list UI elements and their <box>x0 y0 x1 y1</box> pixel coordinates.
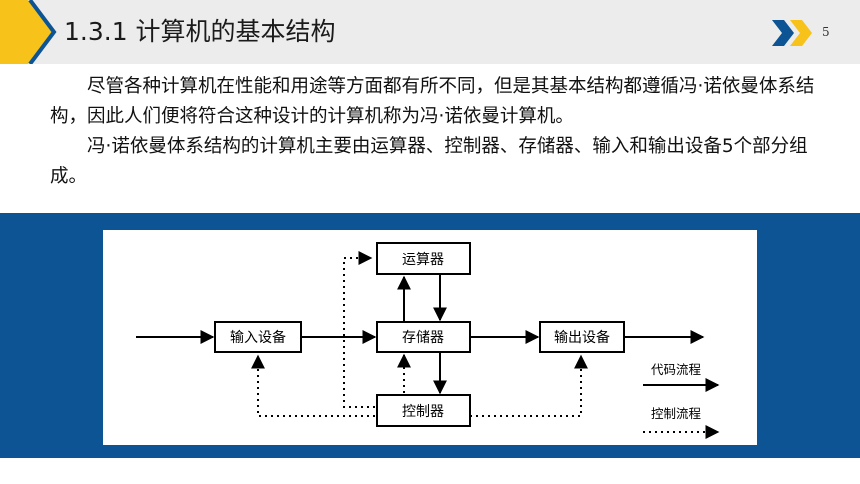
page-title: 1.3.1 计算机的基本结构 <box>64 17 336 46</box>
box-input: 输入设备 <box>214 321 302 353</box>
diagram-canvas: 输入设备 存储器 输出设备 运算器 控制器 代码流程 控制流程 <box>136 242 720 439</box>
page-number: 5 <box>822 25 830 39</box>
paragraph-1: 尽管各种计算机在性能和用途等方面都有所不同，但是其基本结构都遵循冯·诺依曼体系结… <box>50 76 815 127</box>
box-alu-label: 运算器 <box>402 252 444 268</box>
paragraph-2: 冯·诺依曼体系结构的计算机主要由运算器、控制器、存储器、输入和输出设备5个部分组… <box>50 136 808 187</box>
box-memory-label: 存储器 <box>402 330 444 346</box>
box-output-label: 输出设备 <box>554 329 610 346</box>
chevron-logo-icon <box>772 20 812 46</box>
box-control-label: 控制器 <box>402 404 444 420</box>
box-input-label: 输入设备 <box>230 329 286 346</box>
dotted-control-to-alu <box>343 251 375 408</box>
box-control: 控制器 <box>376 394 471 427</box>
header-deco-icon <box>0 0 57 64</box>
box-output: 输出设备 <box>539 321 625 353</box>
dotted-control-to-output <box>470 354 588 417</box>
slide-header: 1.3.1 计算机的基本结构 5 <box>0 0 860 64</box>
legend-code-flow-label: 代码流程 <box>651 362 702 377</box>
dotted-control-to-input <box>251 354 375 417</box>
box-memory: 存储器 <box>376 321 471 353</box>
von-neumann-diagram: 输入设备 存储器 输出设备 运算器 控制器 代码流程 控制流程 <box>103 230 757 445</box>
box-alu: 运算器 <box>376 242 471 275</box>
legend-control-flow-label: 控制流程 <box>651 406 702 421</box>
body-text: 尽管各种计算机在性能和用途等方面都有所不同，但是其基本结构都遵循冯·诺依曼体系结… <box>50 72 820 192</box>
